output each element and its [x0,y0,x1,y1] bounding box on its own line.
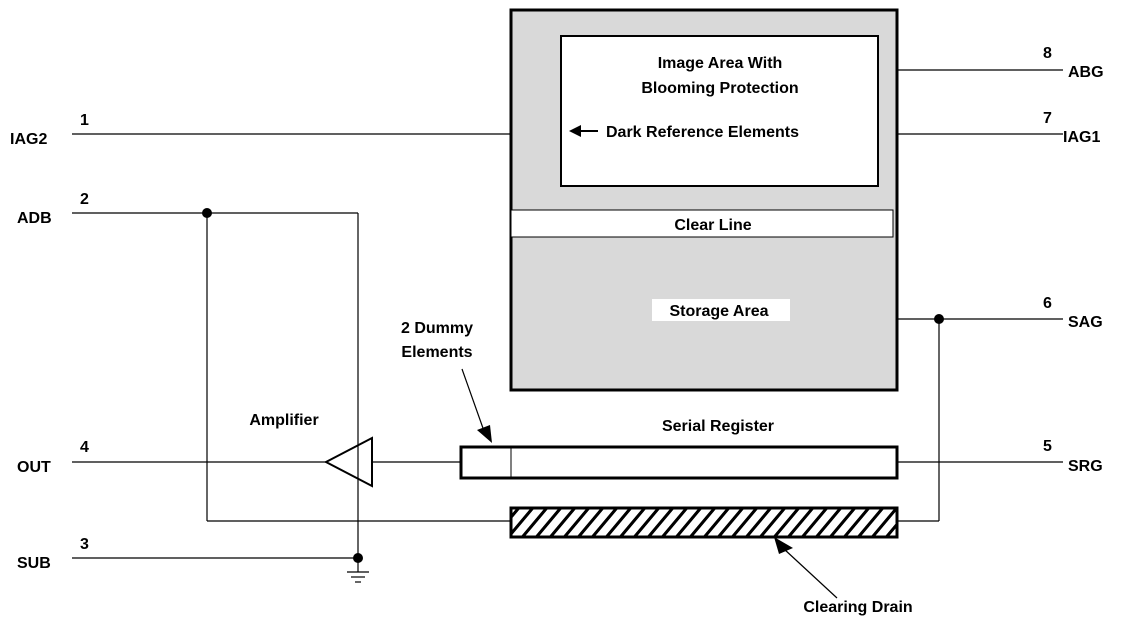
pin-abg-number: 8 [1043,45,1052,62]
clearing-drain-label: Clearing Drain [803,599,912,616]
storage-area-label-bg [652,299,790,321]
pin-out-number: 4 [80,439,89,456]
pin-out-name: OUT [17,459,51,476]
amplifier-label: Amplifier [249,412,318,429]
dummy-elements-label-line1: 2 Dummy [401,320,473,337]
amplifier-triangle [323,436,373,488]
pin-sub-name: SUB [17,555,51,572]
pin-iag2-number: 1 [80,112,89,129]
clearing-drain-pointer [783,548,838,599]
dark-reference-label: Dark Reference Elements [606,124,799,141]
pin-iag1-number: 7 [1043,110,1052,127]
pin-srg-name: SRG [1068,458,1103,475]
clear-line-band [510,209,894,238]
pin-srg-number: 5 [1043,438,1052,455]
storage-area-label: Storage Area [670,303,769,320]
image-area-box [560,35,879,187]
pin-adb-name: ADB [17,210,52,227]
clearing-drain [509,506,899,539]
pin-iag1-name: IAG1 [1063,129,1100,146]
pin-sub-number: 3 [80,536,89,553]
serial-register [459,445,899,480]
pin-sag-name: SAG [1068,314,1103,331]
pin-adb-number: 2 [80,191,89,208]
image-area-label-line1: Image Area With [658,55,783,72]
dummy-elements-label-line2: Elements [401,344,472,361]
dummy-elements-pointer [461,368,485,432]
dummy-elements-arrow-head [477,425,492,443]
serial-register-label: Serial Register [662,418,774,435]
pin-abg-name: ABG [1068,64,1104,81]
dark-reference-arrow-head [569,125,581,137]
pin-sag-number: 6 [1043,295,1052,312]
clearing-drain-arrow-head [774,537,793,554]
clear-line-label: Clear Line [674,217,751,234]
pin-iag2-name: IAG2 [10,131,47,148]
image-area-label-line2: Blooming Protection [641,80,798,97]
